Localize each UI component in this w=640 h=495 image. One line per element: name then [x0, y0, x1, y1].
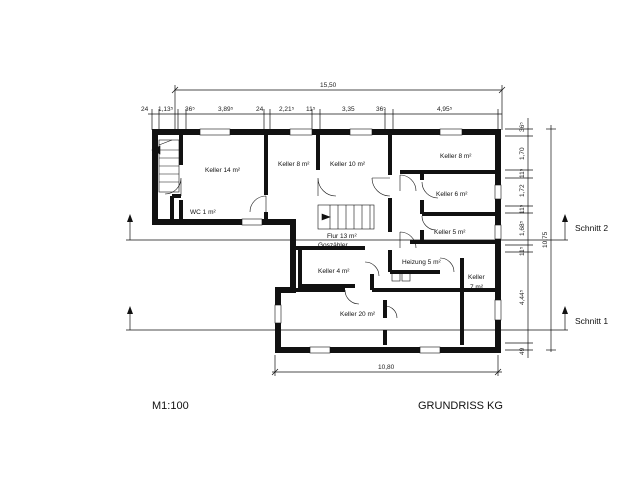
room-label-9: Heizung 5 m²	[402, 259, 442, 266]
dim-right-0: 36⁵	[519, 122, 526, 132]
section-line-2: Schnitt 2	[126, 214, 608, 241]
scale-label: M1:100	[152, 400, 189, 412]
dim-right-6: 11⁵	[519, 246, 526, 256]
dim-right-7: 4,44⁵	[519, 289, 526, 305]
dim-ticks-top	[151, 109, 499, 130]
room-label-6: WC 1 m²	[190, 209, 216, 216]
room-label-7: Flur 13 m²	[327, 233, 357, 240]
label-gaszaehler: Goszähler	[318, 242, 348, 249]
dim-bottom-total: 10,80	[378, 364, 395, 371]
dim-top-6: 11⁵	[306, 106, 316, 113]
room-label-8: Keller 4 m²	[318, 268, 350, 275]
right-dimension-chain: 36⁵ 1,70 11⁵ 1,72 11⁵ 1,68⁵ 11⁵ 4,44⁵ 49…	[505, 118, 556, 358]
dim-top-1: 1,13⁵	[158, 106, 174, 113]
dim-top-3: 3,89⁵	[218, 106, 234, 113]
inner-walls	[170, 135, 496, 345]
plan-title: GRUNDRISS KG	[418, 400, 503, 412]
room-labels: Keller 14 m² Keller 8 m² Keller 10 m² Ke…	[190, 153, 485, 318]
section-line-1: Schnitt 1	[126, 306, 608, 331]
stairs-left	[151, 139, 180, 193]
doors	[164, 174, 455, 319]
dim-right-3: 1,72	[519, 184, 526, 197]
room-label-1: Keller 8 m²	[278, 161, 310, 168]
dim-top-2: 36⁵	[185, 106, 195, 113]
room-label-5: Keller 5 m²	[434, 229, 466, 236]
stairs-center	[317, 204, 375, 230]
dim-top-9: 4,95⁵	[437, 106, 453, 113]
dim-right-5: 1,68⁵	[519, 220, 526, 236]
dim-top-5: 2,21⁵	[279, 106, 295, 113]
heating-units	[391, 272, 411, 282]
room-label-3: Keller 8 m²	[440, 153, 472, 160]
room-label-10-name: Keller	[468, 274, 485, 281]
bottom-dimension: 10,80	[271, 355, 502, 376]
dim-top-total: 15,50	[320, 82, 337, 89]
dim-top-8: 36⁵	[376, 106, 386, 113]
room-label-4: Keller 6 m²	[436, 191, 468, 198]
label-schnitt-2: Schnitt 2	[575, 223, 608, 233]
label-schnitt-1: Schnitt 1	[575, 316, 608, 326]
room-label-0: Keller 14 m²	[205, 167, 241, 174]
room-label-10-area: 7 m²	[470, 284, 484, 291]
windows	[199, 128, 502, 354]
dim-right-1: 1,70	[519, 147, 526, 160]
dim-right-2: 11⁵	[519, 168, 526, 178]
room-label-11: Keller 20 m²	[340, 311, 376, 318]
top-dimension-chain: 15,50 24 1,13⁵ 36⁵ 3,89⁵ 24 2,21⁵ 11⁵ 3,…	[141, 82, 506, 130]
dim-right-8: 49	[519, 347, 526, 355]
room-label-2: Keller 10 m²	[330, 161, 366, 168]
dim-top-4: 24	[256, 106, 264, 113]
dim-right-4: 11⁵	[519, 204, 526, 214]
dim-top-7: 3,35	[342, 106, 355, 113]
dim-top-0: 24	[141, 106, 149, 113]
